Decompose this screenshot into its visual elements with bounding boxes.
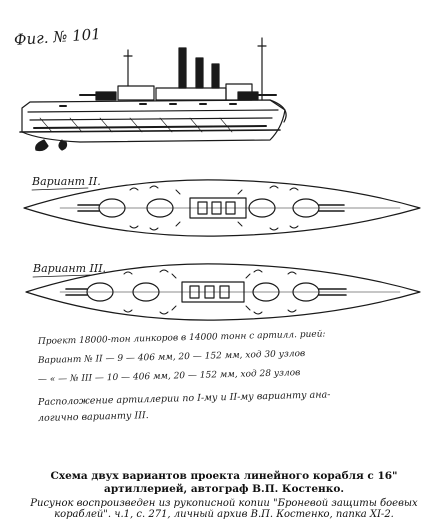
variant-3-label: Вариант III. (33, 262, 107, 275)
turret-3-fwd-2 (252, 282, 280, 302)
mid-superstructure (155, 87, 227, 101)
hull-plan-3 (25, 263, 421, 321)
funnel-1 (178, 47, 187, 89)
turret-2-mid-b (248, 198, 276, 218)
turret-3-fwd (292, 282, 320, 302)
turret-3-aft-2 (132, 282, 160, 302)
variant-2-label: Вариант II. (32, 175, 101, 188)
ship-drawings (19, 37, 421, 321)
turret-3-aft (86, 282, 114, 302)
fore-mast (257, 37, 267, 101)
profile-turret-fwd (237, 91, 259, 101)
plan-variant-3 (25, 263, 421, 321)
turret-2-fwd (292, 198, 320, 218)
turret-2-aft (98, 198, 126, 218)
funnel-3 (211, 63, 220, 89)
aft-mast (123, 49, 133, 87)
profile-turret-aft (95, 91, 117, 101)
plan-superstructure-2 (189, 197, 247, 219)
aft-superstructure (117, 85, 155, 101)
funnel-2 (195, 57, 204, 89)
turret-2-mid-a (146, 198, 174, 218)
side-profile (19, 37, 287, 152)
caption-source-line-2: кораблей". ч.1, с. 271, личный архив В.П… (54, 509, 394, 520)
plan-superstructure-3 (181, 281, 245, 303)
caption-title-line-1: Схема двух вариантов проекта линейного к… (50, 470, 398, 482)
plan-variant-2 (23, 179, 421, 237)
caption-title-line-2: артиллерией, автограф В.П. Костенко. (104, 483, 344, 495)
hull-plan-2 (23, 179, 421, 237)
stern-rudder (35, 139, 49, 152)
caption-source-line-1: Рисунок воспроизведен из рукописной копи… (30, 498, 418, 509)
